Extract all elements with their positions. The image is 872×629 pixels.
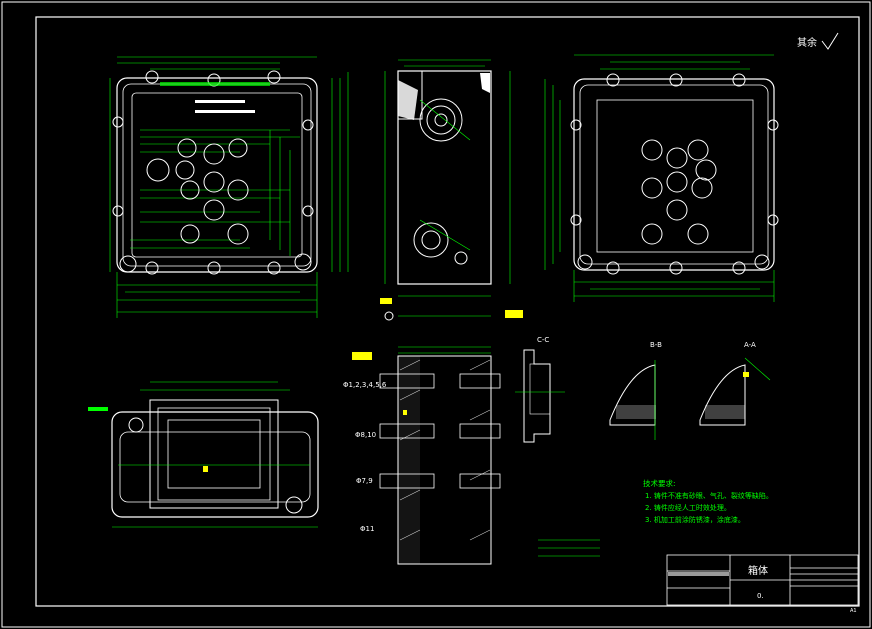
bottom-view-left bbox=[88, 381, 319, 528]
section-aa-label: A-A bbox=[744, 341, 756, 349]
section-aa: A-A bbox=[699, 341, 771, 426]
tech-req-item-3: 3. 机加工前涂防锈漆，涂底漆。 bbox=[645, 515, 745, 524]
tech-requirements: 技术要求: 1. 铸件不准有砂眼、气孔、裂纹等缺陷。 2. 铸件应经人工时效处理… bbox=[643, 478, 773, 524]
section-cc-label: C-C bbox=[537, 336, 549, 344]
elevation-view-middle bbox=[380, 59, 523, 321]
roughness-note: 其余 bbox=[797, 36, 817, 49]
tech-req-item-1: 1. 铸件不准有砂眼、气孔、裂纹等缺陷。 bbox=[645, 491, 773, 500]
section-bb: B-B bbox=[609, 341, 662, 440]
label-holes-1: Φ1,2,3,4,5,6 bbox=[343, 381, 387, 389]
roughness-symbol-icon bbox=[821, 32, 839, 50]
section-cc: C-C bbox=[515, 336, 565, 443]
sheet-size: A1 bbox=[850, 608, 857, 614]
material: 0. bbox=[757, 592, 764, 600]
part-name: 箱体 bbox=[748, 564, 768, 577]
title-block-fill bbox=[668, 572, 729, 576]
label-holes-4: Φ11 bbox=[360, 525, 374, 533]
label-holes-2: Φ8,10 bbox=[355, 431, 376, 439]
plan-view-left bbox=[109, 56, 349, 318]
section-view-center: Φ1,2,3,4,5,6 Φ8,10 Φ7,9 Φ11 bbox=[343, 346, 600, 565]
inner-border bbox=[35, 16, 860, 607]
section-bb-label: B-B bbox=[650, 341, 662, 349]
label-holes-3: Φ7,9 bbox=[356, 477, 373, 485]
plan-view-right bbox=[544, 54, 779, 302]
tech-req-title: 技术要求: bbox=[643, 478, 676, 488]
title-block bbox=[666, 554, 859, 606]
tech-req-item-2: 2. 铸件应经人工时效处理。 bbox=[645, 503, 731, 512]
